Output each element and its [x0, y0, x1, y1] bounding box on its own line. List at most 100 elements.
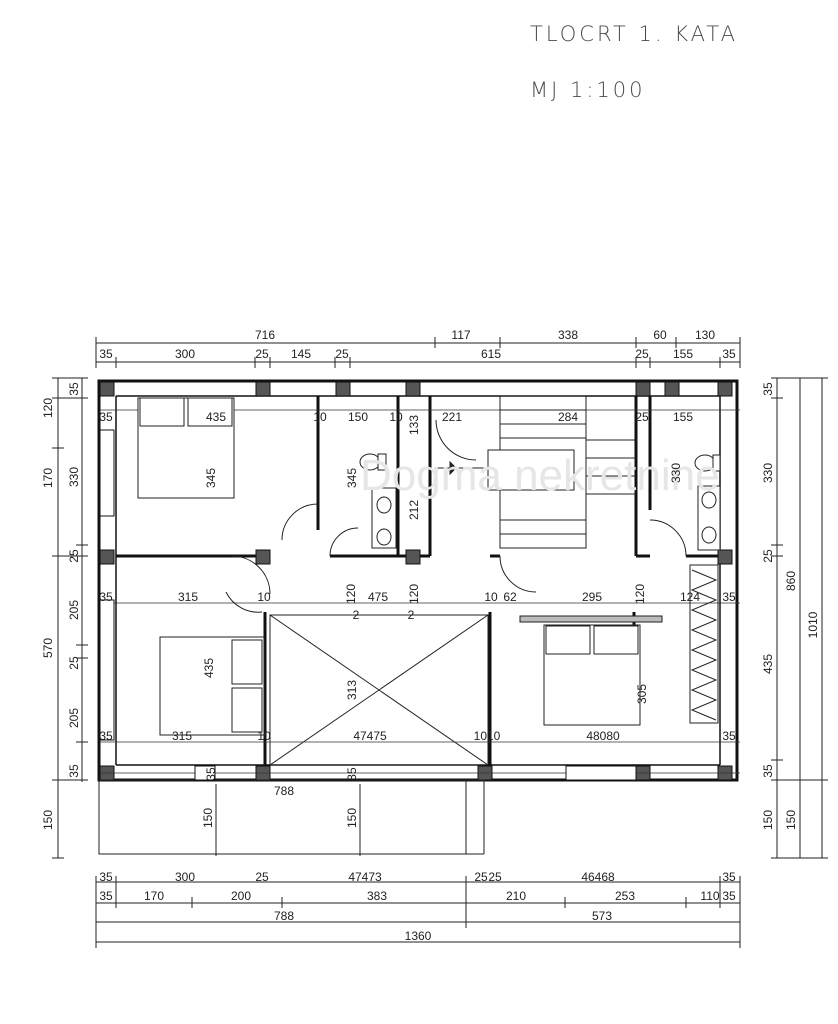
dim-inner-label: 10 — [257, 590, 271, 604]
dim-inner-label: 62 — [503, 590, 517, 604]
dim-inner-label: 133 — [407, 415, 421, 435]
dim-top2-label: 25 — [335, 347, 349, 361]
dim-bottom2-label: 170 — [144, 889, 164, 903]
dim-bottom2-label: 200 — [231, 889, 251, 903]
dim-bottom1-label: 35 — [722, 870, 736, 884]
dim-bottom1-label: 25 — [488, 870, 502, 884]
dim-inner-label: 788 — [274, 784, 294, 798]
dim-right2-label: 150 — [784, 810, 798, 830]
dim-bottom3-label: 788 — [274, 909, 294, 923]
dim-left2-label: 35 — [67, 382, 81, 396]
dim-top2-label: 155 — [673, 347, 693, 361]
dim-right1-label: 435 — [761, 654, 775, 674]
dim-bottom4-label: 1360 — [405, 929, 432, 943]
dim-bottom1-label: 47473 — [348, 870, 382, 884]
dim-top1-label: 60 — [653, 328, 667, 342]
dim-bottom2-label: 35 — [99, 889, 113, 903]
dim-inner-label: 221 — [442, 410, 462, 424]
dim-ticks — [52, 337, 828, 948]
dim-left1-label: 150 — [41, 810, 55, 830]
dim-inner-label: 35 — [204, 767, 218, 781]
dim-left2-label: 205 — [67, 600, 81, 620]
windows — [99, 429, 637, 781]
dim-inner-label: 35 — [722, 729, 736, 743]
dim-bottom1-label: 25 — [474, 870, 488, 884]
dim-right1-label: 25 — [761, 549, 775, 563]
staircase — [436, 395, 636, 549]
beds — [137, 397, 641, 736]
dim-right1-label: 150 — [761, 810, 775, 830]
dim-top2-label: 300 — [175, 347, 195, 361]
dim-inner-label: 315 — [172, 729, 192, 743]
dim-bottom1-label: 35 — [99, 870, 113, 884]
dim-right1-label: 35 — [761, 382, 775, 396]
watermark: Dogma nekretnine — [360, 451, 720, 500]
dim-bottom2-label: 210 — [506, 889, 526, 903]
dim-right1-label: 330 — [761, 463, 775, 483]
dim-inner-label: 313 — [345, 680, 359, 700]
dim-bottom3-label: 573 — [592, 909, 612, 923]
dim-inner-label: 35 — [99, 729, 113, 743]
dim-inner-label: 35 — [99, 410, 113, 424]
dim-inner-label: 10 — [389, 410, 403, 424]
dim-left2-label: 25 — [67, 656, 81, 670]
dim-inner-label: 435 — [206, 410, 226, 424]
open-void — [269, 614, 489, 766]
wardrobe — [519, 564, 719, 724]
dim-inner-label: 284 — [558, 410, 578, 424]
dim-inner-label: 305 — [635, 684, 649, 704]
dim-top2-label: 145 — [291, 347, 311, 361]
dim-bottom2-label: 383 — [367, 889, 387, 903]
dim-left1-label: 570 — [41, 638, 55, 658]
dim-inner-label: 2 — [408, 608, 415, 622]
dim-bottom2-label: 110 — [700, 889, 719, 903]
dim-inner-label: 47475 — [353, 729, 387, 743]
plan-title: TLOCRT 1. KATA — [530, 22, 738, 46]
dim-inner-label: 150 — [201, 808, 215, 828]
dim-bottom2-label: 35 — [722, 889, 736, 903]
door-swings — [225, 419, 687, 613]
dim-inner-label: 124 — [680, 590, 700, 604]
dim-inner-label: 10 — [257, 729, 271, 743]
dim-inner-label: 35 — [345, 767, 359, 781]
dim-inner-label: 48080 — [586, 729, 620, 743]
dim-left2-label: 35 — [67, 764, 81, 778]
dim-inner-label: 435 — [202, 658, 216, 678]
dim-inner-label: 10 — [484, 590, 498, 604]
dim-top2-label: 35 — [99, 347, 113, 361]
dim-inner-label: 212 — [407, 500, 421, 520]
dim-bottom1-label: 46468 — [581, 870, 615, 884]
dim-right1-label: 35 — [761, 764, 775, 778]
dim-bottom1-label: 300 — [175, 870, 195, 884]
dim-top2-label: 35 — [722, 347, 736, 361]
bathroom-fixtures — [359, 453, 721, 551]
dim-inner-label: 295 — [582, 590, 602, 604]
dim-inner-label: 345 — [204, 468, 218, 488]
dim-inner-label: 150 — [348, 410, 368, 424]
dim-inner-label: 10 — [313, 410, 327, 424]
dim-top1-label: 117 — [451, 328, 470, 342]
dim-inner-label: 35 — [99, 590, 113, 604]
dim-inner-label: 315 — [178, 590, 198, 604]
dim-inner-label: 155 — [673, 410, 693, 424]
dim-left1-label: 170 — [41, 468, 55, 488]
dim-top1-label: 338 — [558, 328, 578, 342]
dim-left2-label: 205 — [67, 708, 81, 728]
dim-bottom2-label: 253 — [615, 889, 635, 903]
dim-inner-label: 1010 — [474, 729, 501, 743]
dim-left2-label: 330 — [67, 467, 81, 487]
dim-right3-label: 1010 — [806, 611, 820, 638]
dim-inner-label: 25 — [635, 410, 649, 424]
terrace — [98, 779, 485, 856]
dim-inner-label: 120 — [344, 584, 358, 604]
dim-inner-label: 35 — [722, 590, 736, 604]
dim-inner-label: 345 — [345, 468, 359, 488]
plan-scale: MJ 1:100 — [530, 78, 646, 102]
dim-top2-label: 615 — [481, 347, 501, 361]
dim-inner-label: 120 — [407, 584, 421, 604]
dim-top2-label: 25 — [635, 347, 649, 361]
dim-inner-label: 475 — [368, 590, 388, 604]
